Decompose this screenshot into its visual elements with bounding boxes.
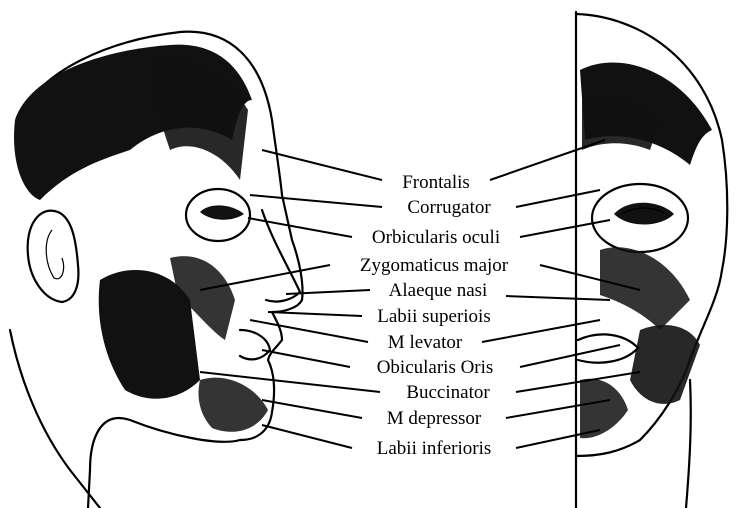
label-corrugator: Corrugator xyxy=(407,197,491,218)
leader-labii-inf xyxy=(262,425,352,448)
right-chin-muscle xyxy=(580,379,628,439)
leader-levator xyxy=(250,320,368,342)
label-labii-inferioris: Labii inferioris xyxy=(377,438,492,459)
leader-labii-sup xyxy=(268,312,362,316)
leader-labii-inf-right xyxy=(516,430,600,448)
label-obicularis-oris: Obicularis Oris xyxy=(377,357,494,378)
leader-frontalis-right xyxy=(490,140,605,180)
label-orbicularis-oculi: Orbicularis oculi xyxy=(372,227,500,248)
left-ear xyxy=(28,211,79,302)
right-cheek-muscle xyxy=(600,247,690,330)
left-lips xyxy=(240,330,270,359)
left-eye xyxy=(200,205,244,219)
label-m-depressor: M depressor xyxy=(387,408,482,429)
labels: Frontalis Corrugator Orbicularis oculi Z… xyxy=(360,172,509,459)
left-head-profile xyxy=(10,32,303,508)
leader-orbicularis xyxy=(248,218,352,237)
label-alaeque-nasi: Alaeque nasi xyxy=(389,280,488,301)
leader-alaeque-right xyxy=(506,296,610,300)
label-zygomaticus-major: Zygomaticus major xyxy=(360,255,509,276)
right-head-front xyxy=(576,12,727,508)
right-neck-outline xyxy=(686,380,691,508)
left-chin-muscle xyxy=(199,378,269,432)
left-neck-outline xyxy=(10,330,100,508)
label-m-levator: M levator xyxy=(388,332,463,353)
leader-depressor xyxy=(262,400,362,418)
left-ear-inner xyxy=(46,230,63,279)
leader-oris xyxy=(262,350,350,367)
label-labii-superiois: Labii superiois xyxy=(377,306,490,327)
leader-corrugator-right xyxy=(516,190,600,207)
label-frontalis: Frontalis xyxy=(402,172,470,193)
label-buccinator: Buccinator xyxy=(406,382,490,403)
leader-oris-right xyxy=(520,345,620,367)
leader-buccinator-right xyxy=(516,372,640,392)
leader-corrugator xyxy=(250,195,382,207)
